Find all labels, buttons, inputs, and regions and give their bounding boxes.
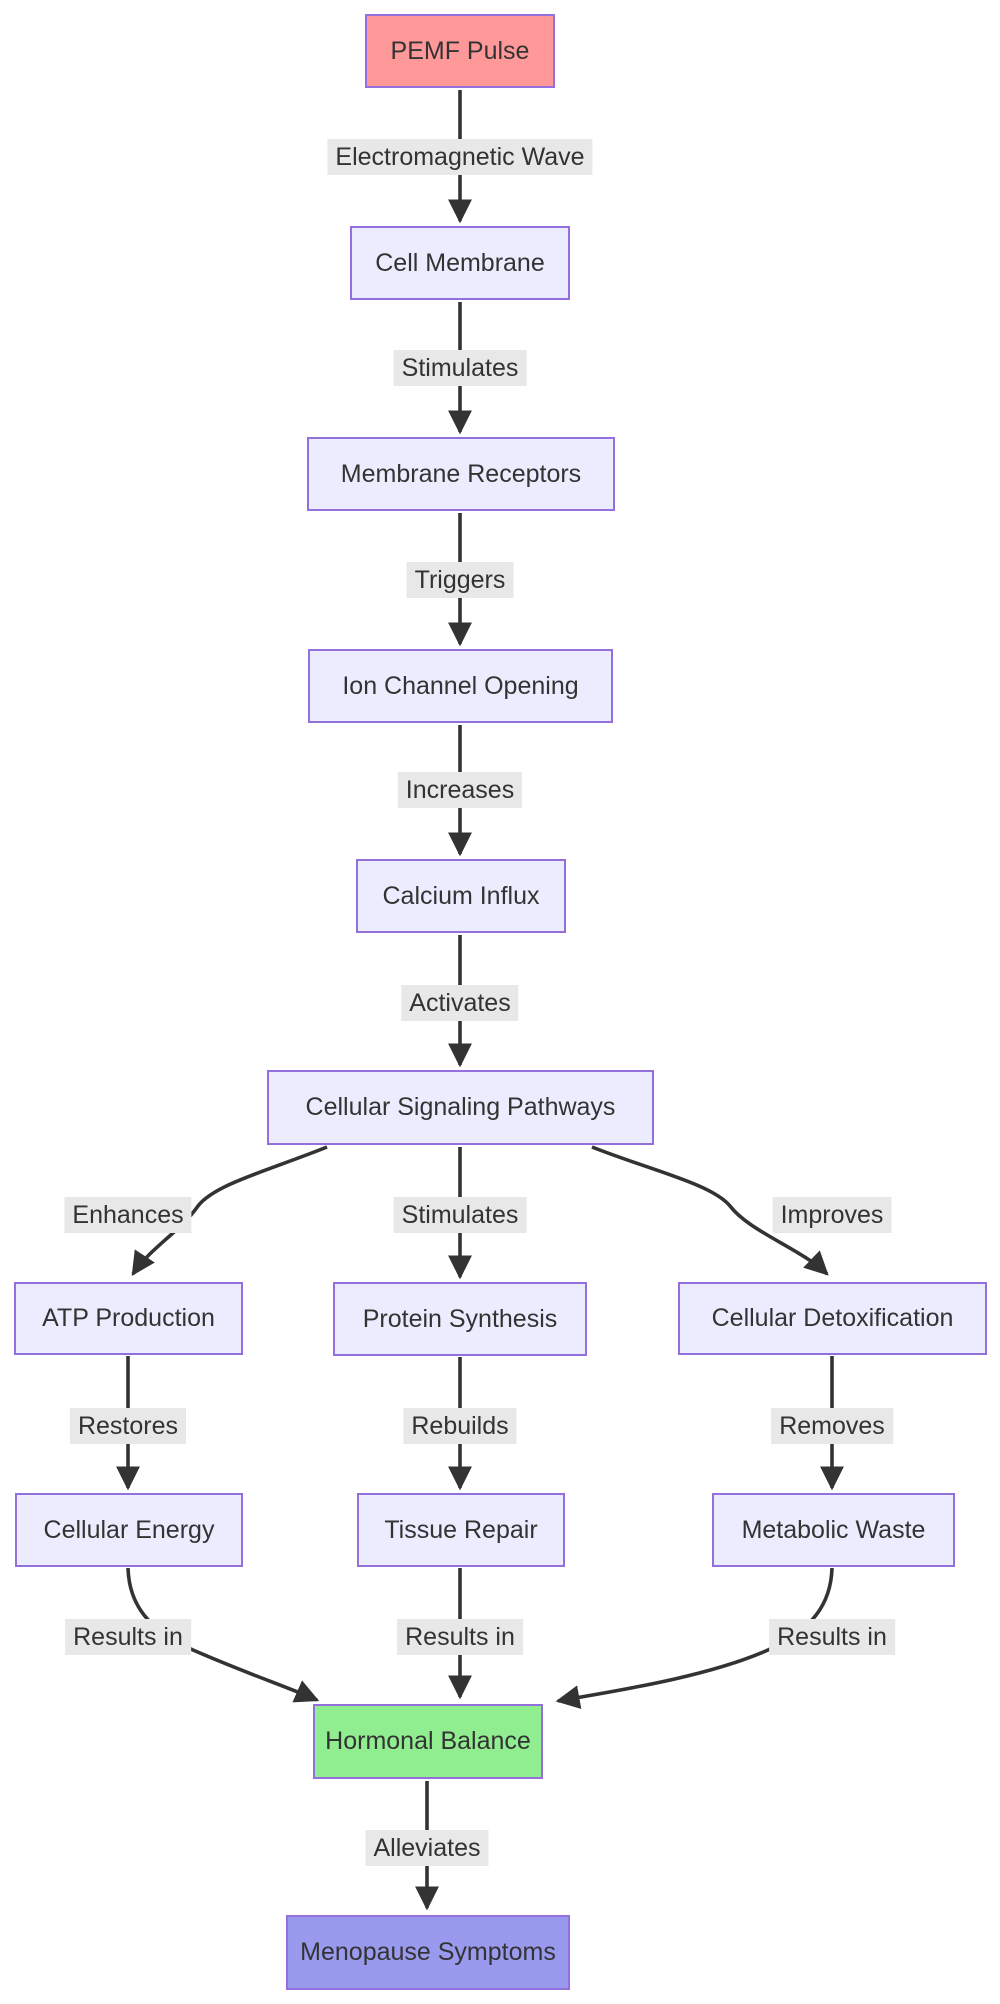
node-cellular-detoxification: Cellular Detoxification <box>678 1282 987 1355</box>
node-tissue-repair: Tissue Repair <box>357 1493 565 1567</box>
node-protein-synthesis: Protein Synthesis <box>333 1282 587 1356</box>
edge-label-rebuilds: Rebuilds <box>403 1408 517 1444</box>
edge-label-restores: Restores <box>69 1408 187 1444</box>
edge-label-alleviates: Alleviates <box>365 1830 489 1866</box>
edge-cellular-energy-to-hormonal-balance <box>126 1567 320 1703</box>
node-cellular-signaling-pathways: Cellular Signaling Pathways <box>267 1070 654 1145</box>
edge-label-triggers: Triggers <box>406 562 514 598</box>
edge-label-activates: Activates <box>401 985 519 1021</box>
node-membrane-receptors: Membrane Receptors <box>307 437 615 511</box>
edge-label-removes: Removes <box>771 1408 893 1444</box>
node-atp-production: ATP Production <box>14 1282 243 1355</box>
node-hormonal-balance: Hormonal Balance <box>313 1704 543 1779</box>
edge-label-results-in-left: Results in <box>65 1619 191 1655</box>
edge-label-enhances: Enhances <box>64 1197 192 1233</box>
edge-label-improves: Improves <box>772 1197 892 1233</box>
edge-label-electromagnetic-wave: Electromagnetic Wave <box>327 139 593 175</box>
edge-label-stimulates-2: Stimulates <box>393 1197 527 1233</box>
node-menopause-symptoms: Menopause Symptoms <box>286 1915 570 1990</box>
edge-signaling-to-atp-production <box>131 1145 328 1277</box>
edge-label-results-in-right: Results in <box>769 1619 895 1655</box>
node-pemf-pulse: PEMF Pulse <box>365 14 555 88</box>
node-cellular-energy: Cellular Energy <box>15 1493 243 1567</box>
edge-label-stimulates-1: Stimulates <box>393 350 527 386</box>
node-calcium-influx: Calcium Influx <box>356 859 566 933</box>
edge-label-increases: Increases <box>397 772 523 808</box>
edge-signaling-to-cellular-detoxification <box>591 1145 829 1276</box>
node-metabolic-waste: Metabolic Waste <box>712 1493 955 1567</box>
edge-metabolic-waste-to-hormonal-balance <box>555 1567 834 1709</box>
node-ion-channel-opening: Ion Channel Opening <box>308 649 613 723</box>
edge-label-results-in-middle: Results in <box>397 1619 523 1655</box>
node-cell-membrane: Cell Membrane <box>350 226 570 300</box>
